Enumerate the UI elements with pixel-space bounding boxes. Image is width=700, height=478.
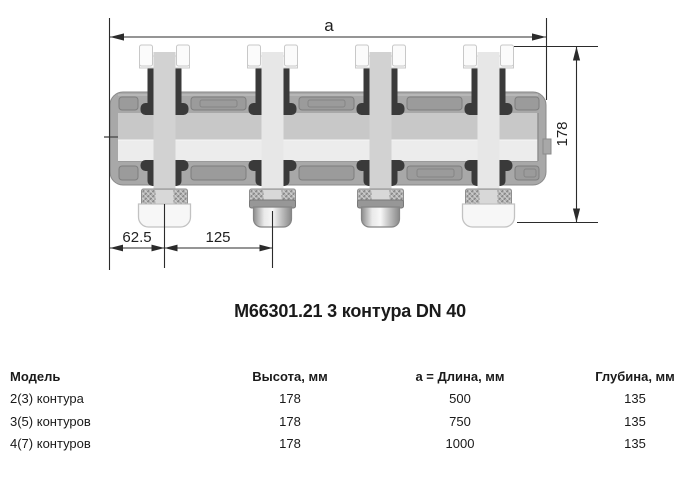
- arrow-62-5-left: [110, 244, 123, 252]
- top-union-tab-left: [355, 44, 369, 67]
- table-row-3-depth: 135: [624, 436, 646, 452]
- col-header-height: Высота, мм: [252, 368, 328, 384]
- pipe-assembly-4: [461, 44, 516, 228]
- pipe-tube: [153, 52, 176, 190]
- arrow-125-right: [259, 244, 273, 252]
- table-row-1-length: 500: [449, 391, 471, 407]
- shell-panels-top: [118, 96, 540, 111]
- pipe-tube: [369, 52, 392, 190]
- shell-panels-bottom: [118, 165, 540, 181]
- table-row-1-height: 178: [279, 391, 301, 407]
- top-union-tab-right: [500, 44, 514, 67]
- spec-table: Модель Высота, мм a = Длина, мм Глубина,…: [10, 365, 700, 455]
- table-row-1-model: 2(3) контура: [10, 391, 84, 407]
- pipe-tube: [261, 52, 284, 190]
- pipe-assembly-2: [247, 44, 298, 228]
- bottom-cap-white: [461, 203, 516, 228]
- nut-knurl-right: [173, 190, 187, 205]
- arrow-178-bottom: [572, 208, 581, 223]
- arrow-125-left: [164, 244, 178, 252]
- manifold-technical-drawing: a 178 62.5 125: [104, 16, 598, 270]
- dimension-arrows: [110, 33, 581, 252]
- bottom-cap-metal: [360, 206, 401, 228]
- nut-knurl-right: [497, 190, 511, 205]
- col-header-model: Модель: [10, 368, 61, 384]
- table-row-2-model: 3(5) контуров: [10, 413, 91, 429]
- product-title: М66301.21 3 контура DN 40: [234, 301, 466, 321]
- table-row-2-length: 750: [449, 413, 471, 429]
- arrow-a-left: [110, 33, 124, 41]
- dim-label-178: 178: [554, 121, 571, 146]
- arrow-178-top: [572, 46, 581, 61]
- table-row-3-length: 1000: [445, 436, 475, 452]
- pipe-assembly-1: [137, 44, 192, 228]
- nut-knurl-left: [142, 190, 156, 205]
- top-union-tab-right: [176, 44, 190, 67]
- nut-facet: [479, 190, 498, 205]
- table-row-3-height: 178: [279, 436, 301, 452]
- table-row-3-model: 4(7) контуров: [10, 436, 91, 452]
- top-union-tab-right: [284, 44, 298, 67]
- dim-label-125: 125: [205, 229, 230, 246]
- right-edge-notch: [542, 138, 552, 155]
- dim-label-a: a: [324, 16, 334, 35]
- dimension-lines: [108, 18, 598, 270]
- arrow-62-5-right: [151, 244, 165, 252]
- col-header-depth: Глубина, мм: [595, 368, 675, 384]
- pipe-assembly-3: [355, 44, 406, 228]
- manifold-body: [104, 91, 552, 186]
- col-header-length: a = Длина, мм: [415, 368, 505, 384]
- table-row-2-depth: 135: [624, 413, 646, 429]
- arrow-a-right: [532, 33, 546, 41]
- top-union-tab-left: [139, 44, 153, 67]
- dim-label-62-5: 62.5: [122, 229, 151, 246]
- pipe-tube: [477, 52, 500, 190]
- top-union-tab-left: [247, 44, 261, 67]
- dimension-labels: a 178 62.5 125: [122, 16, 571, 246]
- upper-channel: [118, 113, 538, 140]
- top-union-tab-left: [463, 44, 477, 67]
- nut-facet: [155, 190, 174, 205]
- nut-knurl-left: [466, 190, 480, 205]
- table-row-2-height: 178: [279, 413, 301, 429]
- top-union-tab-right: [392, 44, 406, 67]
- table-row-1-depth: 135: [624, 391, 646, 407]
- lower-channel: [118, 140, 538, 161]
